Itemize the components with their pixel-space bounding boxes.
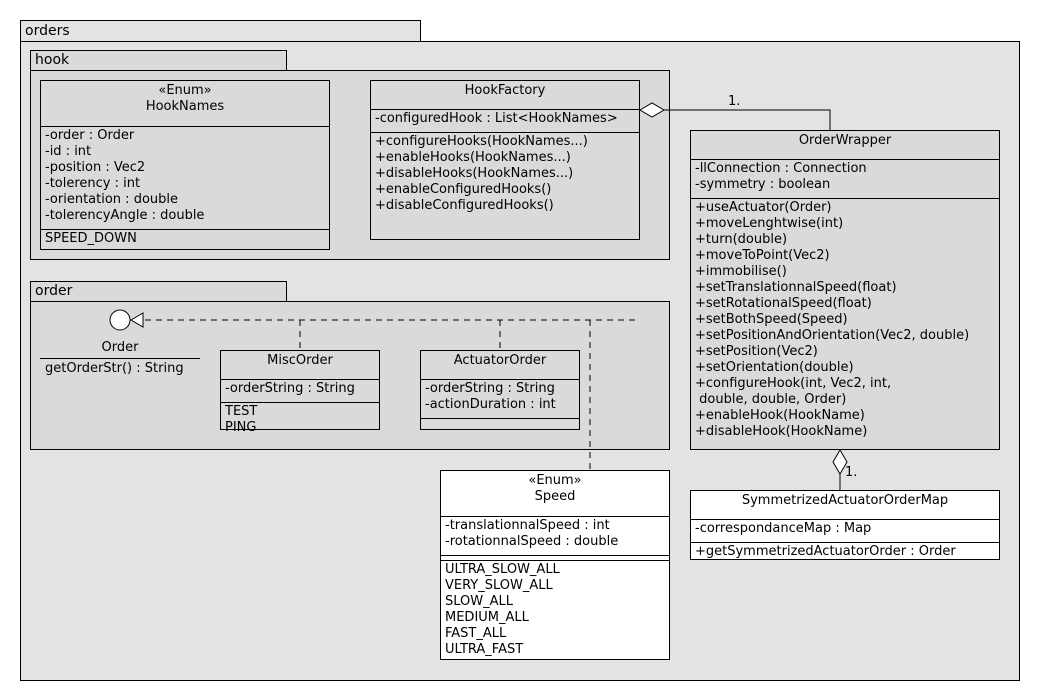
attribute: -position : Vec2 xyxy=(45,160,146,175)
enum-literal: TEST xyxy=(225,404,258,419)
class-name: Speed xyxy=(534,489,576,504)
operation: +moveToPoint(Vec2) xyxy=(695,248,830,263)
attribute: -rotationnalSpeed : double xyxy=(445,534,619,549)
class-name: HookFactory xyxy=(464,83,546,98)
aggregation-diamond-wrapper xyxy=(832,449,848,475)
class-order-wrapper-attributes: -llConnection : Connection -symmetry : b… xyxy=(691,160,999,199)
class-hook-factory-operations: +configureHooks(HookNames...) +enableHoo… xyxy=(371,133,639,215)
enum-literal: ULTRA_SLOW_ALL xyxy=(445,562,560,577)
class-actuator-order-attributes: -orderString : String -actionDuration : … xyxy=(421,380,579,419)
class-hook-factory-attributes: -configuredHook : List<HookNames> xyxy=(371,110,639,133)
enum-literal: PING xyxy=(225,420,257,435)
package-hook-tab: hook xyxy=(30,50,287,71)
class-order-wrapper-operations: +useActuator(Order) +moveLenghtwise(int)… xyxy=(691,199,999,441)
stereotype-label: «Enum» xyxy=(158,83,212,98)
class-misc-order-literals: TEST PING xyxy=(221,403,379,437)
package-orders-label: orders xyxy=(25,23,70,39)
operation: +configureHooks(HookNames...) xyxy=(375,134,588,149)
operation: +useActuator(Order) xyxy=(695,200,832,215)
class-order-wrapper: OrderWrapper -llConnection : Connection … xyxy=(690,130,1000,450)
class-name: MiscOrder xyxy=(267,353,333,368)
aggregation-factory-wrapper-line xyxy=(664,109,831,130)
attribute: -llConnection : Connection xyxy=(695,161,867,176)
operation: +enableHooks(HookNames...) xyxy=(375,150,571,165)
class-symmetrized-map-attributes: -correspondanceMap : Map xyxy=(691,520,999,543)
operation: +disableHooks(HookNames...) xyxy=(375,166,574,181)
operation: double, double, Order) xyxy=(695,392,847,407)
attribute: -translationnalSpeed : int xyxy=(445,518,610,533)
class-hook-names-header: «Enum» HookNames xyxy=(41,81,329,127)
class-name: ActuatorOrder xyxy=(453,353,547,368)
package-hook-label: hook xyxy=(35,52,70,68)
operation: +configureHook(int, Vec2, int, xyxy=(695,376,892,391)
class-speed-literals: ULTRA_SLOW_ALL VERY_SLOW_ALL SLOW_ALL ME… xyxy=(441,561,669,659)
attribute: -configuredHook : List<HookNames> xyxy=(375,111,618,126)
attribute: -orderString : String xyxy=(425,381,555,396)
class-name: OrderWrapper xyxy=(798,133,892,148)
attribute: -correspondanceMap : Map xyxy=(695,521,872,536)
enum-literal: ULTRA_FAST xyxy=(445,642,524,657)
interface-order-name: Order xyxy=(101,340,139,355)
interface-order-operations: getOrderStr() : String xyxy=(45,361,184,377)
class-speed-operations xyxy=(441,556,669,561)
operation: +enableHook(HookName) xyxy=(695,408,865,423)
attribute: -tolerencyAngle : double xyxy=(45,208,205,223)
class-actuator-order-operations xyxy=(421,419,579,421)
operation: +getSymmetrizedActuatorOrder : Order xyxy=(695,544,956,559)
class-misc-order: MiscOrder -orderString : String TEST PIN… xyxy=(220,350,380,435)
enum-literal: VERY_SLOW_ALL xyxy=(445,578,553,593)
multiplicity-factory-wrapper: 1. xyxy=(728,94,741,109)
enum-literal: SLOW_ALL xyxy=(445,594,513,609)
class-speed-header: «Enum» Speed xyxy=(441,471,669,517)
operation: getOrderStr() : String xyxy=(45,361,184,376)
class-speed-attributes: -translationnalSpeed : int -rotationnalS… xyxy=(441,517,669,556)
aggregation-diamond-factory xyxy=(639,102,665,118)
attribute: -orderString : String xyxy=(225,381,355,396)
multiplicity-wrapper-map: 1. xyxy=(845,465,858,480)
class-actuator-order: ActuatorOrder -orderString : String -act… xyxy=(420,350,580,430)
interface-order-circle xyxy=(109,309,131,331)
class-hook-names: «Enum» HookNames -order : Order -id : in… xyxy=(40,80,330,250)
class-symmetrized-map-header: SymmetrizedActuatorOrderMap xyxy=(691,491,999,520)
operation: +immobilise() xyxy=(695,264,787,279)
operation: +disableHook(HookName) xyxy=(695,424,868,439)
operation: +turn(double) xyxy=(695,232,788,247)
operation: +moveLenghtwise(int) xyxy=(695,216,844,231)
attribute: -tolerency : int xyxy=(45,176,141,191)
attribute: -actionDuration : int xyxy=(425,397,556,412)
class-misc-order-attributes: -orderString : String xyxy=(221,380,379,403)
package-order-label: order xyxy=(35,283,73,299)
class-misc-order-header: MiscOrder xyxy=(221,351,379,380)
attribute: -id : int xyxy=(45,144,92,159)
class-symmetrized-map: SymmetrizedActuatorOrderMap -corresponda… xyxy=(690,490,1000,560)
enum-literal: FAST_ALL xyxy=(445,626,507,641)
operation: +disableConfiguredHooks() xyxy=(375,198,554,213)
class-name: HookNames xyxy=(145,99,225,114)
attribute: -order : Order xyxy=(45,128,135,143)
realization-arrowhead xyxy=(130,312,144,328)
attribute: -orientation : double xyxy=(45,192,178,207)
class-actuator-order-header: ActuatorOrder xyxy=(421,351,579,380)
class-hook-names-attributes: -order : Order -id : int -position : Vec… xyxy=(41,127,329,230)
class-hook-factory-header: HookFactory xyxy=(371,81,639,110)
class-name: SymmetrizedActuatorOrderMap xyxy=(741,493,949,508)
class-hook-names-literals: SPEED_DOWN xyxy=(41,230,329,248)
interface-order-separator xyxy=(40,358,200,359)
operation: +setTranslationnalSpeed(float) xyxy=(695,280,897,295)
class-hook-factory: HookFactory -configuredHook : List<HookN… xyxy=(370,80,640,240)
class-symmetrized-map-operations: +getSymmetrizedActuatorOrder : Order xyxy=(691,543,999,561)
class-order-wrapper-header: OrderWrapper xyxy=(691,131,999,160)
attribute: -symmetry : boolean xyxy=(695,177,831,192)
enum-literal: MEDIUM_ALL xyxy=(445,610,529,625)
operation: +enableConfiguredHooks() xyxy=(375,182,552,197)
operation: +setOrientation(double) xyxy=(695,360,854,375)
operation: +setPositionAndOrientation(Vec2, double) xyxy=(695,328,970,343)
class-speed: «Enum» Speed -translationnalSpeed : int … xyxy=(440,470,670,660)
operation: +setPosition(Vec2) xyxy=(695,344,818,359)
operation: +setRotationalSpeed(float) xyxy=(695,296,872,311)
stereotype-label: «Enum» xyxy=(528,473,582,488)
operation: +setBothSpeed(Speed) xyxy=(695,312,848,327)
enum-literal: SPEED_DOWN xyxy=(45,231,137,246)
